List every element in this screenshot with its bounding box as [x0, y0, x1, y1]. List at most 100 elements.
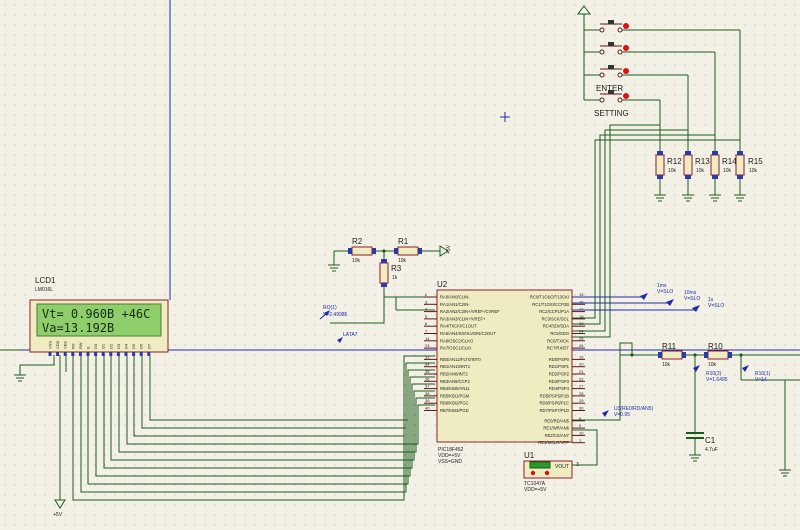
lcd-data-wire [95, 356, 435, 477]
r12-ref: R12 [667, 157, 682, 166]
mcu-pin-name: RC6/TX/CK [547, 338, 569, 343]
mcu-pin-name: RC4/SDI/SDA [543, 324, 570, 329]
probe-u3[interactable]: U3(RE0/RD/AN5) V=0.95 [602, 406, 654, 418]
mcu-pin-num: 14 [425, 336, 430, 341]
lcd-pin-label: D5 [131, 343, 136, 349]
mcu-pin-name: RE0/RD/AN5 [544, 418, 569, 423]
mcu-pin-name: RC7/RX/DT [547, 346, 570, 351]
mcu-pin-num: 29 [579, 398, 584, 403]
pushbutton-enter[interactable] [584, 65, 689, 155]
pushbutton-1[interactable] [584, 20, 741, 155]
mcu-right-pins: 15RC0/T1OSO/T13CKI16RC1/T1OSI/CCP2B17RC2… [530, 292, 585, 445]
lcd-data-wire [149, 356, 435, 421]
probe-1s[interactable]: 1s V=SLO [572, 297, 724, 312]
lcd-pin-label: D1 [101, 343, 106, 349]
mcu-pin-name: RC5/SDO [550, 331, 569, 336]
mcu-pin-num: 4 [425, 307, 428, 312]
mcu-pin-left: 7 RA5/AN4/SS/HLVDIN/C2OUT [424, 329, 496, 336]
pushbutton-2[interactable] [584, 42, 716, 155]
sensor-u1[interactable]: U1 VOUT 3 TC1047A VDD=+5V [523, 451, 579, 493]
mcu-pin-num: 23 [579, 321, 584, 326]
probe-r10-1[interactable]: R10(1) V=14 [742, 365, 771, 383]
lcd-data-wire [126, 356, 435, 445]
resistor-r14[interactable]: R14 10k [709, 151, 737, 202]
r3-ref: R3 [391, 264, 402, 273]
u1-ref: U1 [524, 451, 535, 460]
mcu-pin-num: 18 [579, 314, 584, 319]
resistor-r11[interactable]: R11 10k [658, 342, 686, 368]
probe-ra0[interactable]: RO(1) V=2.49985 [319, 305, 348, 320]
lcd-supply-arrow-icon [54, 499, 66, 509]
probe-r10-2[interactable]: R10(2) V=1.6495 [693, 365, 728, 383]
lcd-pin-label: D6 [139, 343, 144, 349]
mcu-pin-name: RA5/AN4/SS/HLVDIN/C2OUT [440, 331, 496, 336]
u1-pin-vout: VOUT [555, 464, 569, 470]
lcd-pin-label: RS [70, 343, 75, 349]
mcu-pin-name: RA1/AN1/C2IN- [440, 302, 470, 307]
mcu-pin-left: 4 RA2/AN2/C2IN+/VREF-/CVREF [424, 307, 500, 314]
lcd-pin-label: D4 [124, 343, 129, 349]
lcd-pin-d1: D1 [101, 343, 106, 356]
mcu-pin-name: RE1/WR/AN6 [543, 426, 569, 431]
lcd-pin-label: D7 [146, 343, 151, 349]
r14-ref: R14 [722, 157, 737, 166]
lcd-pin-rw: RW [78, 342, 83, 356]
probe-u3-value: V=0.95 [614, 412, 630, 418]
mcu-pin-name: RA3/AN3/C1IN+/VREF+ [440, 316, 486, 321]
resistor-r3[interactable]: R3 1k [379, 259, 402, 287]
mcu-pin-num: 7 [425, 329, 428, 334]
mcu-pin-name: RD3/PSP3 [549, 379, 570, 384]
mcu-pin-name: RB6/KBI2/PGC [440, 401, 469, 406]
mcu-pin-num: 17 [579, 307, 584, 312]
lcd-data-wire [103, 356, 435, 469]
probe-10ms[interactable]: 10ms V=SLO [572, 290, 700, 306]
mcu-pin-name: RA2/AN2/C2IN+/VREF-/CVREF [440, 309, 500, 314]
lcd-module[interactable]: LCD1 LM016L Vt= 0.960B +46C Va=13.192B V… [29, 276, 169, 356]
wire-re0 [572, 342, 633, 421]
lcd-pin-d7: D7 [146, 343, 151, 356]
probe-1ms[interactable]: 1ms V=SLO [572, 283, 673, 300]
resistor-r13[interactable]: R13 10k [682, 151, 710, 202]
pushbutton-setting[interactable] [584, 90, 661, 155]
mcu-pin-num: 9 [579, 423, 582, 428]
wire-rc5 [572, 129, 688, 332]
resistor-r2[interactable]: R2 10k [348, 237, 376, 264]
probe-10ms-name: 10ms [684, 290, 697, 296]
mcu-pin-num: 24 [579, 329, 584, 334]
probe-1ms-value: V=SLO [657, 289, 673, 295]
resistor-r1[interactable]: R1 10k [394, 237, 422, 264]
probe-lata7[interactable]: LATA7 [337, 332, 358, 343]
mcu-pin-name: RD2/PSP2 [549, 372, 570, 377]
probe-r10-1-name: R10(1) [755, 371, 771, 377]
resistor-r12[interactable]: R12 10k [654, 151, 682, 202]
mcu-pin-num: 15 [579, 292, 584, 297]
resistor-r15[interactable]: R15 10k [734, 151, 763, 202]
mcu-pin-num: 40 [425, 406, 430, 411]
mcu-pin-name: RE2/CS/AN7 [545, 433, 570, 438]
pulldown-resistors: R12 10k R13 10k R14 10k R15 [572, 124, 763, 338]
lcd-pin-label: RW [78, 342, 83, 349]
mcu-pin-num: 2 [425, 292, 428, 297]
mcu-pin-name: RB2/AN8/INT2 [440, 372, 468, 377]
cursor-marker-icon [500, 112, 510, 122]
resistor-r10[interactable]: R10 10k [704, 342, 732, 368]
